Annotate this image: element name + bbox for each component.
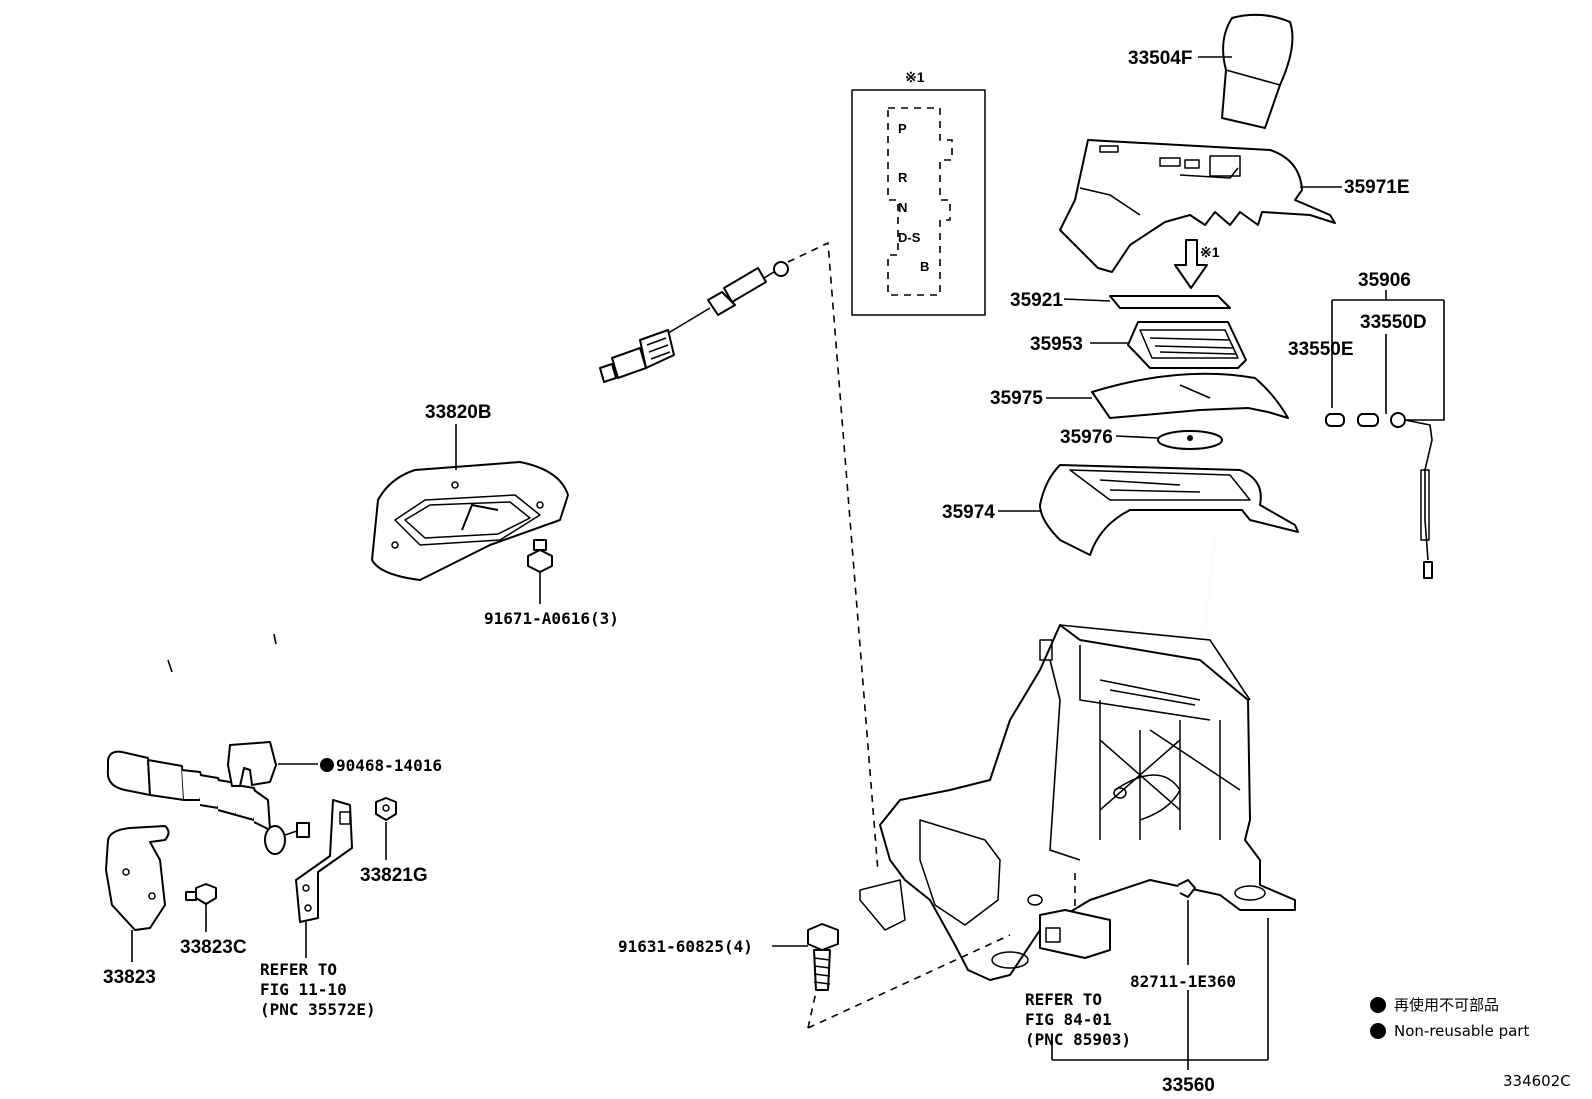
label-91631: 91631-60825(4) xyxy=(618,937,753,956)
label-35971E: 35971E xyxy=(1344,177,1410,198)
bolt-91671 xyxy=(527,539,553,573)
bracket-35572E xyxy=(295,799,353,923)
clip-82711 xyxy=(1177,879,1196,898)
label-33821G: 33821G xyxy=(360,865,428,886)
clip-90468 xyxy=(227,741,277,787)
arrow-mark: ※1 xyxy=(1200,244,1220,260)
shift-knob xyxy=(1221,13,1294,129)
label-91671: 91671-A0616(3) xyxy=(484,609,619,628)
switch-35906 xyxy=(1325,412,1433,579)
lever-base-assembly xyxy=(859,534,1296,981)
nut-33821G xyxy=(375,797,397,821)
bracket-33823 xyxy=(105,825,170,931)
label-82711: 82711-1E360 xyxy=(1130,972,1236,991)
indicator-housing xyxy=(1059,139,1336,273)
gate-b: B xyxy=(920,259,929,274)
plate-35921 xyxy=(1109,295,1231,309)
label-33550D: 33550D xyxy=(1360,312,1427,333)
refer-84-line3: (PNC 85903) xyxy=(1025,1030,1131,1049)
slide-plate-35953 xyxy=(1127,321,1247,369)
gate-ds: D-S xyxy=(898,230,921,245)
curved-plate-35975 xyxy=(1091,372,1289,419)
bolt-91631 xyxy=(807,923,839,991)
cover-35974 xyxy=(1039,464,1299,556)
bolt-33823C xyxy=(185,883,217,905)
label-90468: 90468-14016 xyxy=(336,756,442,775)
gate-p: P xyxy=(898,121,907,136)
disc-35976 xyxy=(1157,430,1223,450)
figure-id: 334602C xyxy=(1503,1072,1571,1090)
legend: 再使用不可部品 Non-reusable part xyxy=(1370,996,1529,1040)
legend-jp: 再使用不可部品 xyxy=(1394,996,1499,1014)
gate-n: N xyxy=(898,200,907,215)
inset-mark: ※1 xyxy=(905,69,925,85)
refer-11-line2: FIG 11-10 xyxy=(260,980,347,999)
gate-r: R xyxy=(898,170,908,185)
shift-cable xyxy=(96,261,789,855)
label-35953: 35953 xyxy=(1030,334,1083,355)
label-35976: 35976 xyxy=(1060,427,1113,448)
refer-11-line3: (PNC 35572E) xyxy=(260,1000,376,1019)
refer-11-line1: REFER TO xyxy=(260,960,337,979)
refer-84-line2: FIG 84-01 xyxy=(1025,1010,1112,1029)
label-33820B: 33820B xyxy=(425,402,492,423)
label-35975: 35975 xyxy=(990,388,1043,409)
computer-unit xyxy=(1039,873,1111,959)
label-33560: 33560 xyxy=(1162,1075,1215,1096)
refer-84-line1: REFER TO xyxy=(1025,990,1102,1009)
label-33550E: 33550E xyxy=(1288,339,1354,360)
label-33823C: 33823C xyxy=(180,937,247,958)
label-35974: 35974 xyxy=(942,502,995,523)
label-35906: 35906 xyxy=(1358,270,1411,291)
label-33823: 33823 xyxy=(103,967,156,988)
shift-gate-inset: ※1 P R N D-S B xyxy=(851,69,986,316)
label-35921: 35921 xyxy=(1010,290,1063,311)
legend-en: Non-reusable part xyxy=(1394,1022,1529,1040)
down-arrow xyxy=(1174,239,1208,289)
label-33504F: 33504F xyxy=(1128,48,1192,69)
